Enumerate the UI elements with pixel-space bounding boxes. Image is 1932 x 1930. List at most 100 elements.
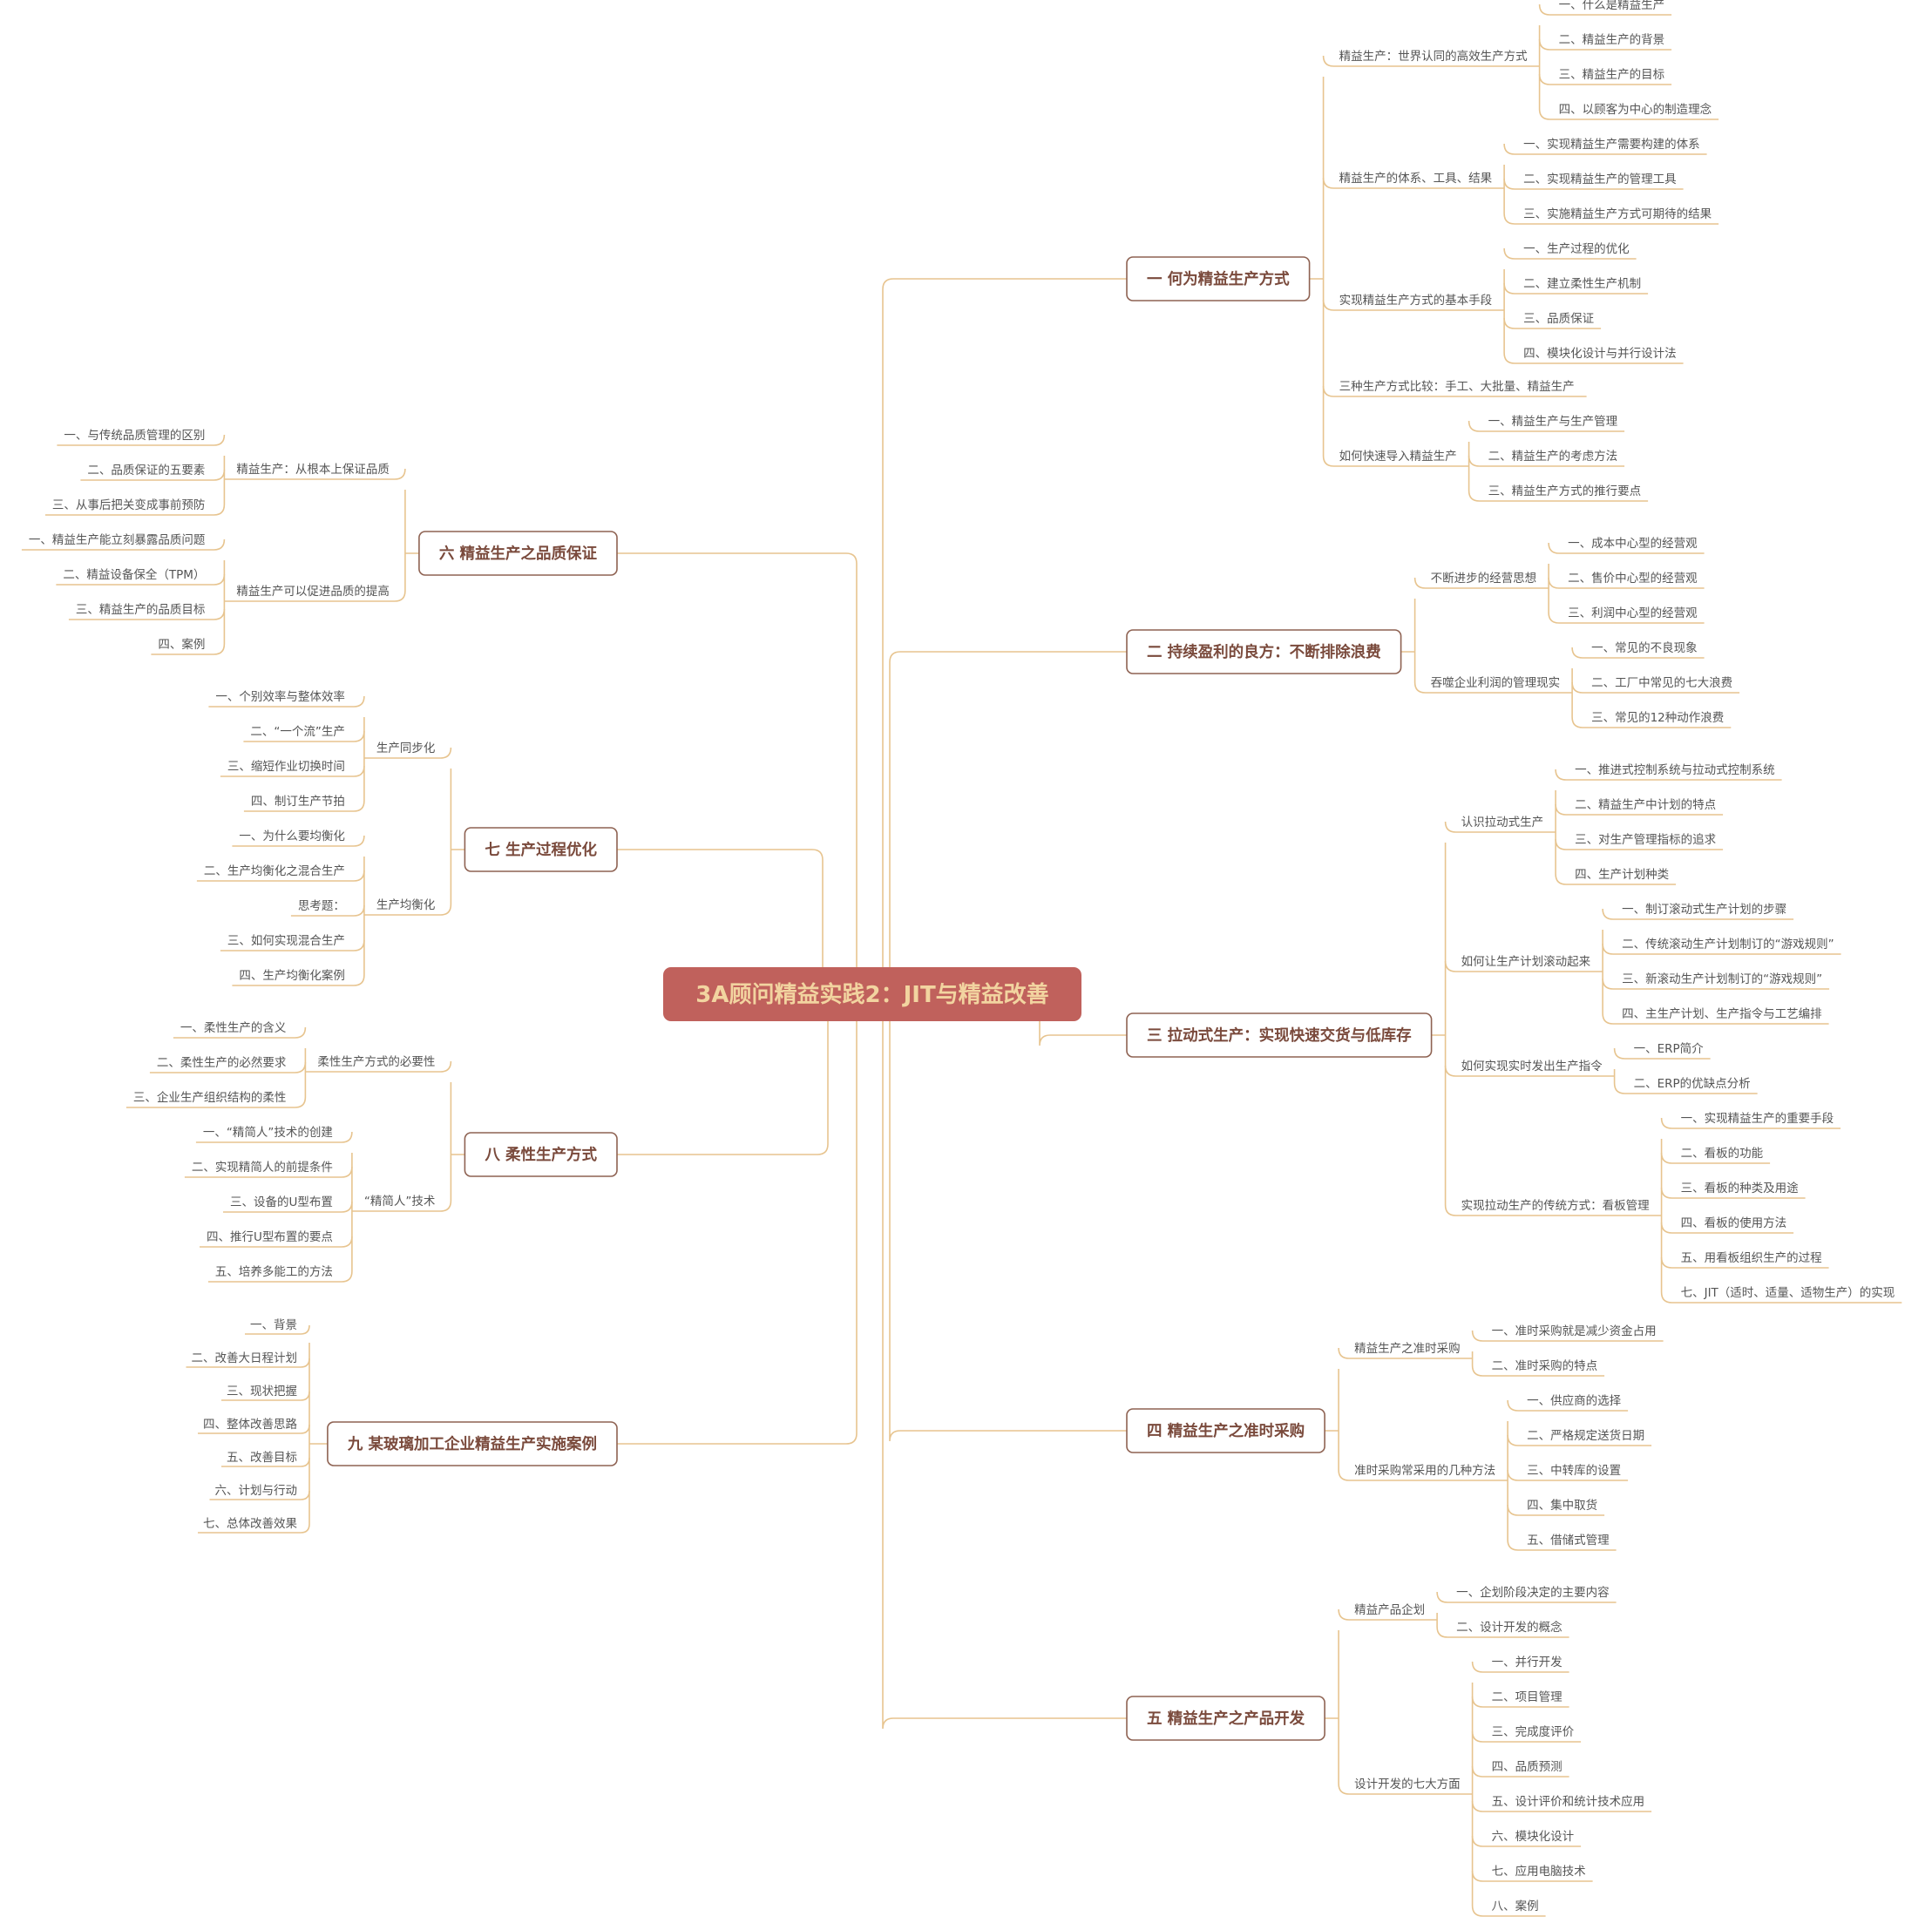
sub-underline [1322, 299, 1505, 311]
leaf-topic-label: 二、建立柔性生产机制 [1523, 277, 1641, 291]
leaf-underline [1471, 1870, 1593, 1882]
leaf-topic-label: 三、如何实现混合生产 [227, 934, 345, 948]
main-topic-box [418, 531, 618, 576]
leaf-topic-label: 二、工厂中常见的七大浪费 [1591, 676, 1732, 690]
leaf-underline [195, 1131, 353, 1143]
leaf-underline [1503, 213, 1719, 225]
leaf-topic-label: 四、看板的使用方法 [1681, 1216, 1787, 1230]
leaf-underline [1660, 1222, 1794, 1234]
leaf-underline [290, 904, 365, 917]
leaf-underline [1471, 1905, 1546, 1917]
leaf-topic-label: 三、实施精益生产方式可期待的结果 [1523, 207, 1712, 221]
leaf-underline [243, 800, 365, 812]
leaf-topic-label: 四、集中取货 [1527, 1498, 1597, 1513]
leaf-underline [1548, 577, 1705, 589]
leaf-topic-label: 三、品质保证 [1523, 312, 1594, 326]
main-topic-label: 六 精益生产之品质保证 [439, 545, 598, 563]
leaf-topic-label: 三、精益生产的目标 [1559, 68, 1665, 82]
leaf-topic-label: 一、个别效率与整体效率 [215, 689, 345, 704]
main-topic-label: 五 精益生产之产品开发 [1147, 1710, 1305, 1728]
leaf-topic-label: 二、精益生产的考虑方法 [1488, 450, 1618, 464]
sub-underline [224, 468, 406, 480]
leaf-topic-label: 四、案例 [158, 637, 205, 652]
leaf-underline [1436, 1626, 1569, 1638]
leaf-underline [209, 1490, 310, 1500]
sub-underline [363, 747, 452, 759]
leaf-topic-label: 二、品质保证的五要素 [87, 464, 205, 477]
leaf-underline [80, 469, 226, 481]
main-topic-box [1126, 256, 1311, 301]
main-connector [617, 849, 824, 994]
leaf-topic-label: 三、完成度评价 [1492, 1725, 1575, 1739]
leaf-topic-label: 二、精益生产中计划的特点 [1575, 798, 1716, 812]
leaf-underline [56, 573, 226, 586]
sub-topic-label: 如何快速导入精益生产 [1339, 450, 1457, 464]
leaf-topic-label: 一、ERP简介 [1634, 1041, 1705, 1056]
leaf-underline [1602, 978, 1830, 990]
leaf-underline [1602, 1012, 1829, 1025]
leaf-topic-label: 三、设备的U型布置 [230, 1195, 333, 1209]
sub-topic-label: 三种生产方式比较：手工、大批量、精益生产 [1339, 380, 1575, 394]
main-topic-box [464, 827, 618, 872]
leaf-underline [1468, 455, 1625, 467]
leaf-topic-label: 一、背景 [250, 1318, 297, 1332]
leaf-underline [1538, 108, 1719, 120]
sub-underline [351, 1200, 452, 1212]
leaf-underline [1503, 178, 1684, 190]
sub-topic-label: 精益生产：世界认同的高效生产方式 [1339, 49, 1528, 64]
leaf-topic-label: 一、生产过程的优化 [1523, 242, 1630, 256]
leaf-underline [1548, 542, 1705, 554]
leaf-topic-label: 四、生产均衡化案例 [239, 968, 345, 983]
leaf-topic-label: 二、项目管理 [1492, 1690, 1563, 1704]
leaf-topic-label: 三、利润中心型的经营观 [1568, 606, 1698, 620]
leaf-underline [1660, 1291, 1902, 1304]
leaf-underline [1548, 612, 1705, 624]
leaf-underline [1471, 1365, 1605, 1377]
leaf-topic-label: 二、设计开发的概念 [1456, 1620, 1563, 1635]
leaf-topic-label: 一、“精简人”技术的创建 [203, 1125, 333, 1140]
main-topic-box [1126, 1012, 1433, 1058]
leaf-topic-label: 一、实现精益生产需要构建的体系 [1523, 138, 1700, 152]
sub-underline [1322, 177, 1505, 189]
leaf-underline [1538, 3, 1672, 16]
leaf-underline [151, 643, 226, 655]
leaf-topic-label: 思考题： [298, 899, 345, 913]
leaf-topic-label: 五、设计评价和统计技术应用 [1492, 1794, 1645, 1809]
leaf-topic-label: 三、看板的种类及用途 [1681, 1181, 1799, 1195]
leaf-underline [1471, 1835, 1582, 1847]
leaf-topic-label: 五、借储式管理 [1527, 1534, 1610, 1547]
leaf-underline [1555, 873, 1677, 885]
leaf-underline [1660, 1117, 1841, 1129]
leaf-topic-label: 八、案例 [1492, 1899, 1539, 1913]
leaf-topic-label: 三、精益生产的品质目标 [76, 603, 206, 617]
leaf-topic-label: 一、制订滚动式生产计划的步骤 [1622, 902, 1786, 917]
sub-underline [1338, 1469, 1508, 1481]
leaf-underline [1507, 1434, 1652, 1446]
leaf-topic-label: 六、模块化设计 [1492, 1830, 1575, 1844]
leaf-underline [1468, 420, 1625, 432]
leaf-underline [1660, 1152, 1771, 1164]
leaf-underline [245, 1324, 310, 1335]
leaf-topic-label: 一、精益生产与生产管理 [1488, 415, 1618, 429]
leaf-underline [44, 504, 226, 516]
sub-underline [224, 590, 406, 602]
leaf-underline [220, 939, 365, 951]
leaf-underline [221, 1457, 310, 1467]
sub-underline [1338, 1608, 1438, 1621]
leaf-topic-label: 一、推进式控制系统与拉动式控制系统 [1575, 763, 1775, 777]
sub-topic-label: 生产同步化 [376, 742, 436, 755]
leaf-topic-label: 六、计划与行动 [215, 1484, 298, 1498]
leaf-topic-label: 三、缩短作业切换时间 [227, 760, 345, 774]
leaf-topic-label: 二、严格规定送货日期 [1527, 1428, 1644, 1443]
leaf-topic-label: 三、对生产管理指标的追求 [1575, 833, 1716, 847]
main-topic-label: 三 拉动式生产：实现快速交货与低库存 [1147, 1026, 1412, 1045]
sub-underline [1413, 577, 1549, 589]
leaf-underline [1571, 681, 1740, 694]
leaf-topic-label: 三、中转库的设置 [1527, 1464, 1621, 1478]
leaf-underline [1471, 1800, 1652, 1812]
sub-topic-label: 精益生产可以促进品质的提高 [236, 584, 390, 599]
leaf-underline [232, 835, 365, 847]
leaf-topic-label: 一、常见的不良现象 [1591, 641, 1698, 655]
